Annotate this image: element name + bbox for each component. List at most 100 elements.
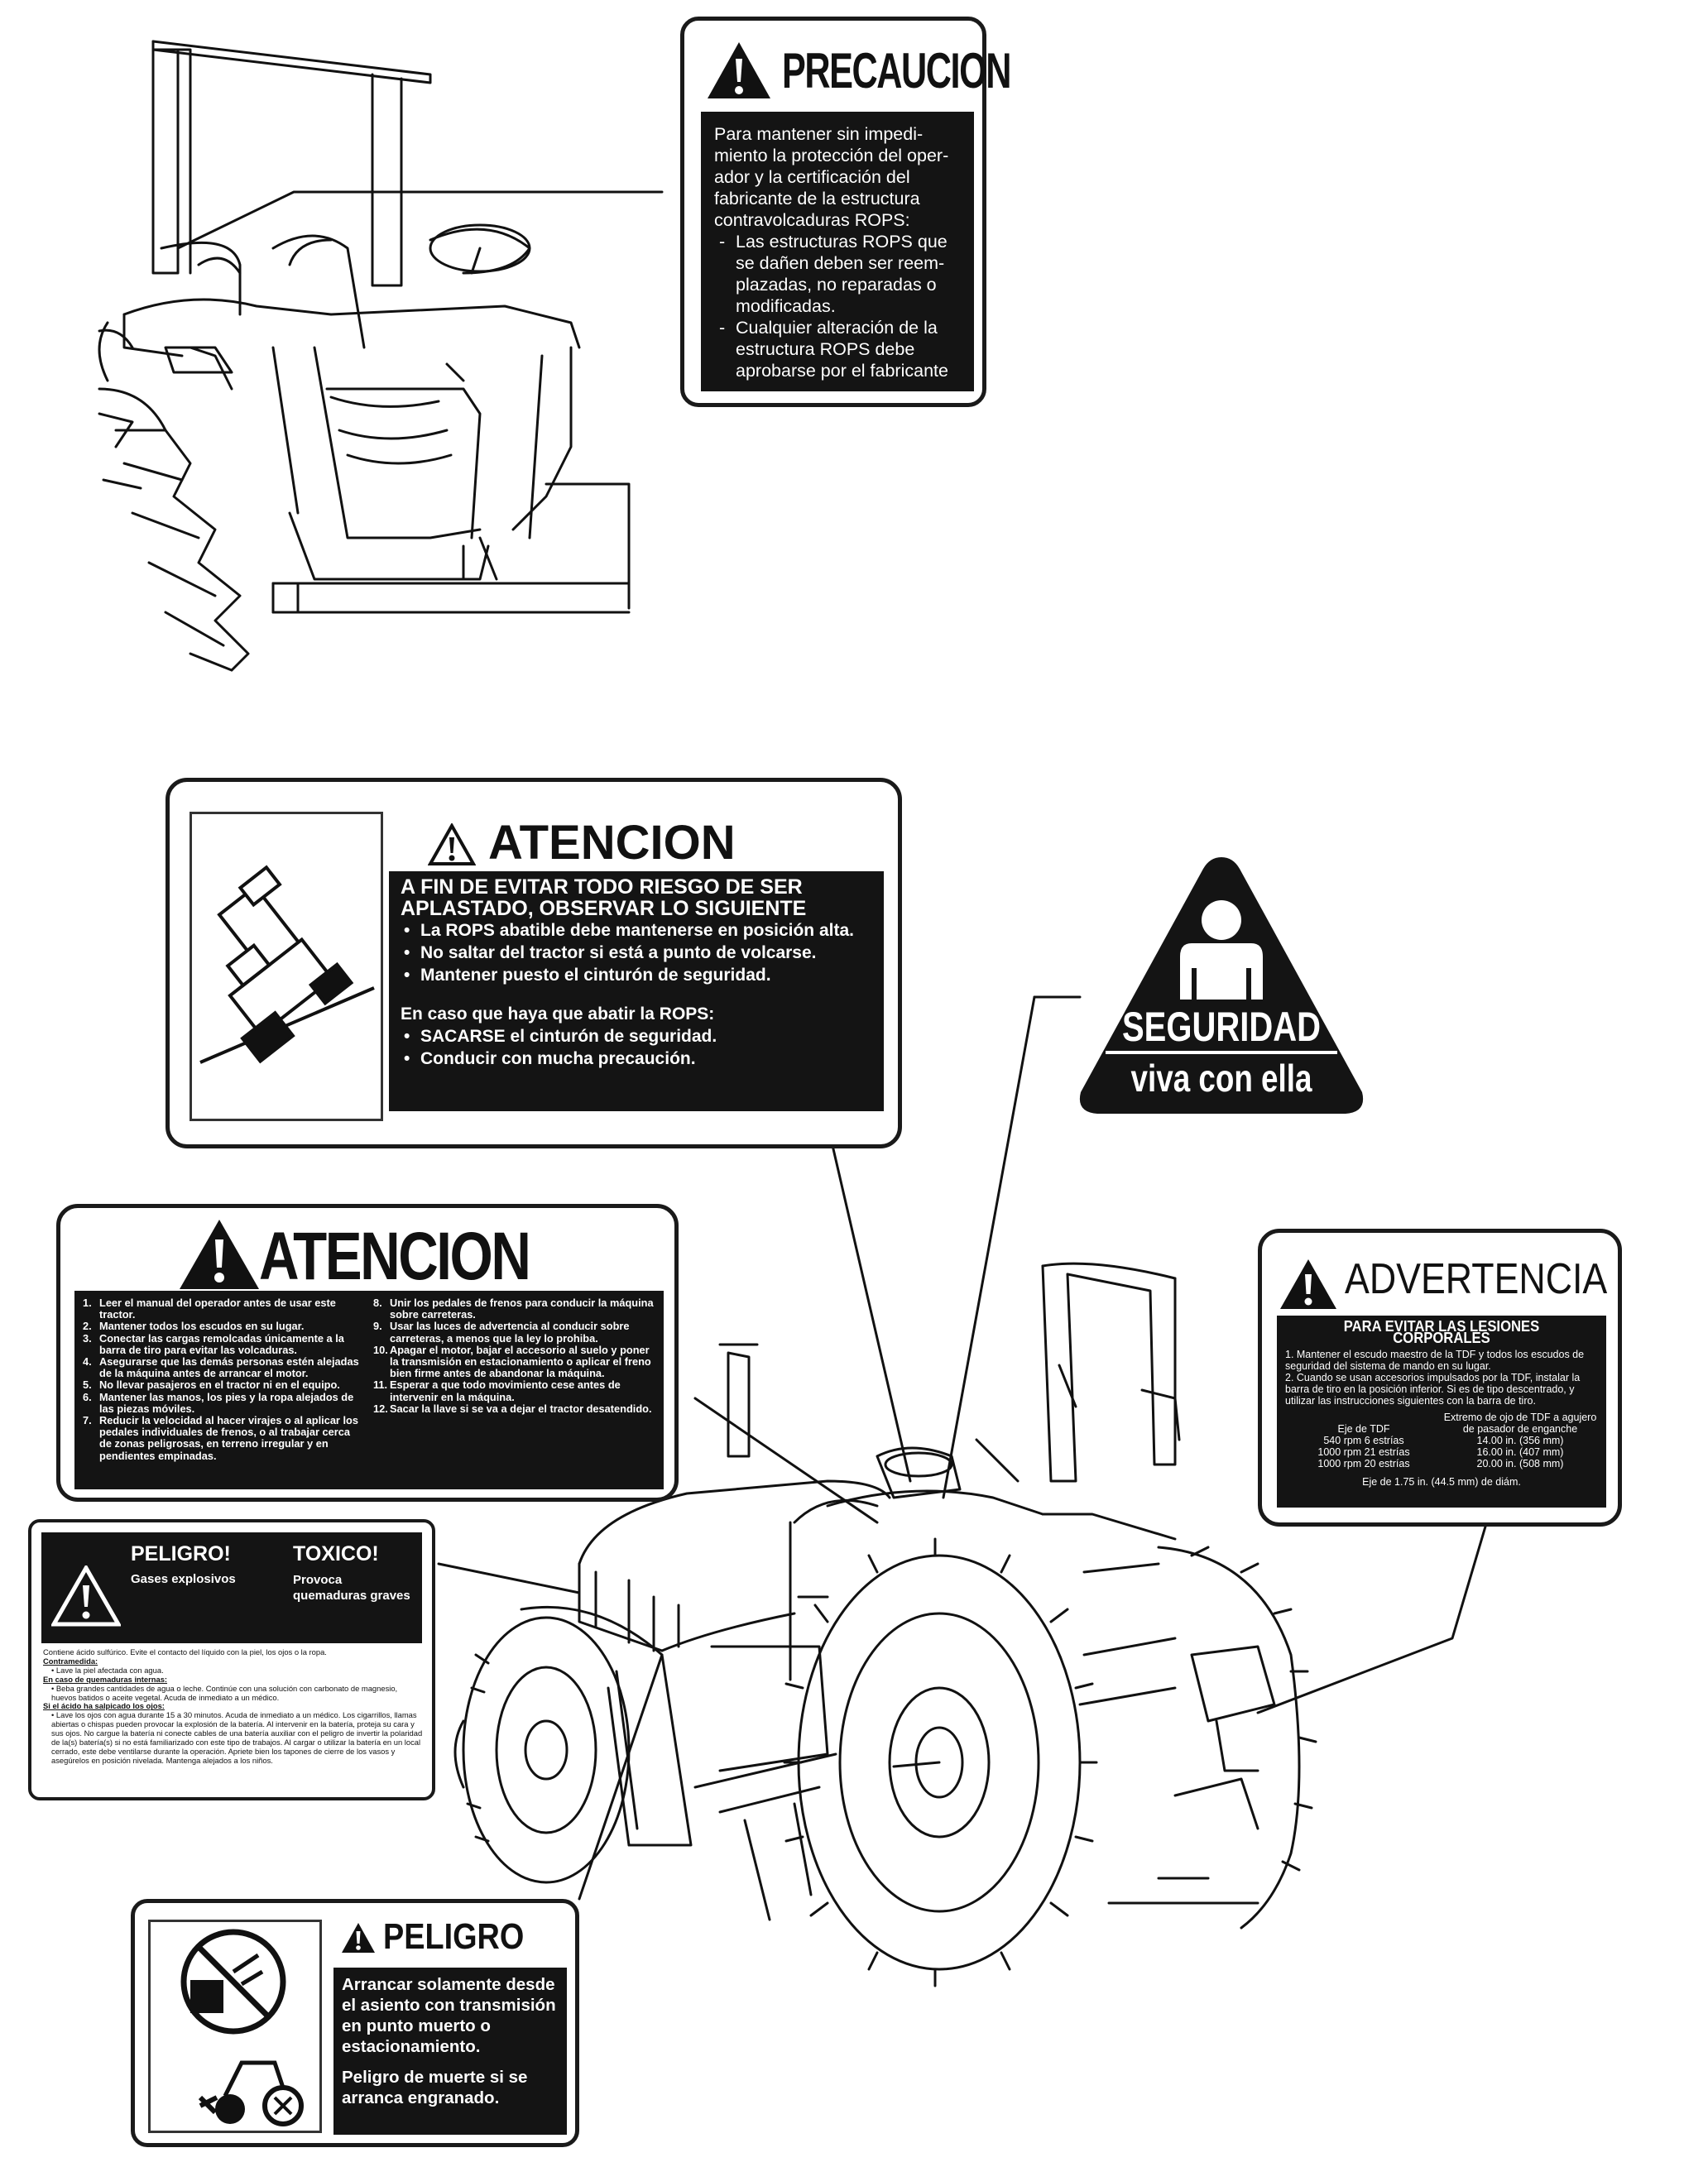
atencion-general-item: 5. No llevar pasajeros en el tractor ni e… xyxy=(83,1379,365,1391)
atencion-general-item: 11.Esperar a que todo movimiento cese an… xyxy=(373,1378,655,1403)
peligro-arranque-label: PELIGRO Arrancar solamente desde el asie… xyxy=(131,1899,579,2147)
item-number: 8. xyxy=(373,1297,382,1309)
pto-row-a: 1000 rpm 20 estrías xyxy=(1317,1458,1410,1469)
precaucion-label: PRECAUCION Para mantener sin impedi-mien… xyxy=(680,17,1011,407)
pto-col1-header: Eje de TDF xyxy=(1337,1423,1390,1435)
advertencia-title: ADVERTENCIA xyxy=(1345,1255,1608,1303)
item-text: No llevar pasajeros en el tractor ni en … xyxy=(99,1378,340,1392)
item-number: 3. xyxy=(83,1331,92,1345)
atencion-general-item: 4.Asegurarse que las demás personas esté… xyxy=(83,1355,365,1379)
item-number: 6. xyxy=(83,1390,92,1403)
warning-triangle-icon xyxy=(708,42,770,98)
advertencia-item: 1. Mantener el escudo maestro de la TDF … xyxy=(1285,1349,1585,1372)
toxico-subheading: Provoca quemaduras graves xyxy=(293,1573,410,1603)
atencion-general-item: 7.Reducir la velocidad al hacer virajes … xyxy=(83,1414,365,1462)
leader-line-peligro xyxy=(578,1653,664,1901)
peligro-heading: PELIGRO! xyxy=(131,1542,231,1565)
battery-text: • Beba grandes cantidades de agua o lech… xyxy=(51,1683,398,1702)
atencion-general-title: ATENCION xyxy=(259,1219,531,1294)
advertencia-message: PARA EVITAR LAS LESIONES CORPORALES 1. M… xyxy=(1277,1316,1606,1508)
atencion-rops-subheading: En caso que haya que abatir la ROPS: xyxy=(401,1004,715,1024)
battery-warning-header: PELIGRO! Gases explosivos TOXICO! Provoc… xyxy=(41,1532,422,1643)
atencion-general-item: 8. Unir los pedales de frenos para conduc… xyxy=(373,1297,655,1321)
item-text: Conectar las cargas remolcadas únicament… xyxy=(99,1331,344,1356)
item-text: Unir los pedales de frenos para conducir… xyxy=(390,1297,654,1321)
pto-row-b: 20.00 in. (508 mm) xyxy=(1476,1458,1564,1469)
item-text: Mantener las manos, los pies y la ropa a… xyxy=(99,1390,354,1415)
item-number: 1. xyxy=(83,1297,92,1309)
item-text: Apagar el motor, bajar el accesorio al s… xyxy=(390,1343,651,1380)
item-number: 12. xyxy=(373,1402,388,1415)
advertencia-label: ADVERTENCIA PARA EVITAR LAS LESIONES COR… xyxy=(1258,1229,1622,1527)
safety-person-triangle-icon xyxy=(1079,857,1364,1114)
advertencia-heading: PARA EVITAR LAS LESIONES CORPORALES xyxy=(1343,1317,1540,1346)
precaucion-item: Las estructuras ROPS que se dañen deben … xyxy=(714,231,961,317)
pto-footer: Eje de 1.75 in. (44.5 mm) de diám. xyxy=(1362,1476,1521,1488)
battery-intro: Contiene ácido sulfúrico. Evite el conta… xyxy=(43,1647,327,1656)
atencion-general-list-left: 1.Leer el manual del operador antes de u… xyxy=(83,1297,365,1483)
pto-row-a: 1000 rpm 21 estrías xyxy=(1317,1446,1410,1458)
battery-warning-label: PELIGRO! Gases explosivos TOXICO! Provoc… xyxy=(28,1519,435,1800)
warning-triangle-outline-icon xyxy=(428,823,476,865)
peligro-arranque-text: Arrancar solamente desde el asiento con … xyxy=(342,1975,556,2056)
seguridad-slogan: viva con ella xyxy=(1130,1057,1312,1100)
item-text: Reducir la velocidad al hacer virajes o … xyxy=(99,1414,358,1462)
leader-line-atencion-rops xyxy=(830,1140,912,1483)
atencion-general-item: 10.Apagar el motor, bajar el accesorio a… xyxy=(373,1343,655,1380)
pto-table: Eje de TDF 540 rpm 6 estrías 1000 rpm 21… xyxy=(1285,1412,1598,1469)
leader-line-toxico xyxy=(437,1562,581,1594)
item-number: 9. xyxy=(373,1320,382,1333)
item-number: 5. xyxy=(83,1378,92,1392)
warning-triangle-outline-icon xyxy=(51,1565,121,1627)
leader-line-seguridad xyxy=(942,995,1036,1499)
tractor-rollover-icon xyxy=(199,865,375,1064)
atencion-general-message: 1.Leer el manual del operador antes de u… xyxy=(74,1291,664,1489)
pto-row-a: 540 rpm 6 estrías xyxy=(1323,1435,1404,1446)
peligro-arranque-message: Arrancar solamente desde el asiento con … xyxy=(333,1968,567,2135)
leader-line-precaucion xyxy=(176,190,664,250)
atencion-rops-item: Mantener puesto el cinturón de seguridad… xyxy=(401,964,872,986)
atencion-general-item: 3. Conectar las cargas remolcadas únicame… xyxy=(83,1331,365,1356)
precaucion-intro: Para mantener sin impedi-miento la prote… xyxy=(714,124,949,230)
atencion-rops-message: A FIN DE EVITAR TODO RIESGO DE SER APLAS… xyxy=(389,871,884,1111)
peligro-arranque-text: Peligro de muerte si se arranca engranad… xyxy=(342,2068,528,2107)
pto-row-b: 16.00 in. (407 mm) xyxy=(1476,1446,1564,1458)
item-number: 10. xyxy=(373,1343,388,1356)
atencion-rops-label: ATENCION A FIN DE EVITAR TODO RIESGO DE … xyxy=(166,778,902,1148)
pto-col2-header: Extremo de ojo de TDF a agujero de pasad… xyxy=(1443,1412,1597,1435)
atencion-rops-subitem: Conducir con mucha precaución. xyxy=(401,1048,872,1070)
toxico-heading: TOXICO! xyxy=(293,1542,379,1565)
item-text: Usar las luces de advertencia al conduci… xyxy=(390,1320,630,1345)
item-number: 11. xyxy=(373,1378,388,1392)
atencion-rops-heading: A FIN DE EVITAR TODO RIESGO DE SER APLAS… xyxy=(401,875,807,920)
top-tractor-drawing xyxy=(98,40,631,672)
pto-row-b: 14.00 in. (356 mm) xyxy=(1476,1435,1564,1446)
battery-text: • Lave la piel afectada con agua. xyxy=(51,1665,164,1675)
atencion-general-list-right: 8. Unir los pedales de frenos para conduc… xyxy=(373,1297,655,1483)
peligro-subheading: Gases explosivos xyxy=(131,1572,236,1586)
precaucion-title: PRECAUCION xyxy=(782,43,1011,98)
precaucion-message: Para mantener sin impedi-miento la prote… xyxy=(701,112,974,391)
atencion-general-item: 2. Mantener todos los escudos en su lugar… xyxy=(83,1321,365,1332)
atencion-general-item: 9. Usar las luces de advertencia al condu… xyxy=(373,1320,655,1345)
item-number: 4. xyxy=(83,1355,92,1369)
warning-triangle-icon xyxy=(180,1220,259,1289)
precaucion-item: Cualquier alteración de la estructura RO… xyxy=(714,317,961,381)
atencion-rops-item: La ROPS abatible debe mantenerse en posi… xyxy=(401,919,872,942)
leader-line-atencion-general xyxy=(693,1397,879,1524)
item-text: Esperar a que todo movimiento cese antes… xyxy=(390,1378,621,1403)
battery-heading: Si el ácido ha salpicado los ojos: xyxy=(43,1701,165,1711)
battery-heading: En caso de quemaduras internas: xyxy=(43,1674,168,1684)
item-text: Sacar la llave si se va a dejar el tract… xyxy=(390,1402,652,1415)
item-number: 2. xyxy=(83,1320,92,1333)
precaucion-header: PRECAUCION xyxy=(701,37,1011,103)
battery-text: • Lave los ojos con agua durante 15 a 30… xyxy=(51,1710,423,1765)
no-bypass-start-pictogram xyxy=(148,1920,322,2133)
item-text: Mantener todos los escudos en su lugar. xyxy=(99,1320,305,1333)
advertencia-item: 2. Cuando se usan accesorios impulsados … xyxy=(1285,1372,1581,1407)
warning-triangle-icon xyxy=(342,1923,375,1953)
atencion-general-item: 12.Sacar la llave si se va a dejar el tr… xyxy=(373,1402,655,1415)
atencion-general-item: 6. Mantener las manos, los pies y la ropa… xyxy=(83,1390,365,1415)
seguridad-text: SEGURIDAD xyxy=(1121,1004,1322,1050)
